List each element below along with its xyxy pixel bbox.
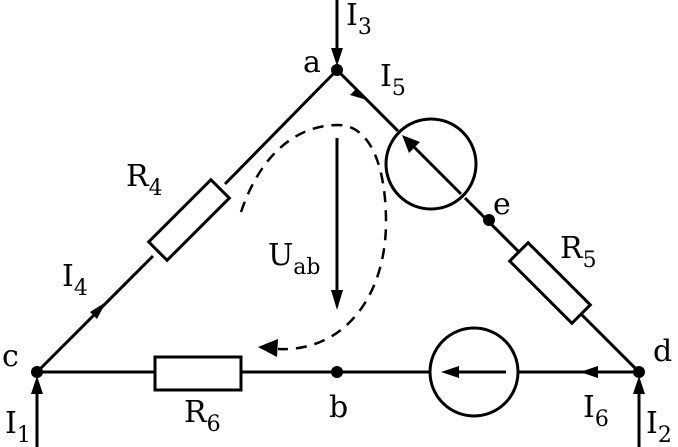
node-label-e: e — [493, 187, 511, 222]
node-label-a: a — [303, 45, 321, 80]
resistor-r5 — [507, 240, 593, 326]
label-r4: R4 — [126, 159, 163, 201]
label-i6: I6 — [583, 390, 609, 432]
arrow-i4 — [90, 302, 106, 319]
label-i2: I2 — [646, 406, 672, 447]
arrow-i6 — [580, 366, 598, 378]
mesh-loop — [239, 123, 388, 351]
label-i3: I3 — [346, 0, 372, 40]
node-c — [31, 366, 43, 378]
arrow-i2 — [633, 376, 645, 394]
label-i1: I1 — [5, 406, 31, 447]
resistor-r4 — [146, 177, 232, 263]
label-i4: I4 — [62, 259, 88, 301]
voltage-arrowhead-uab — [331, 290, 343, 310]
mesh-loop-arrowhead — [258, 339, 278, 357]
arrow-i3 — [331, 48, 343, 66]
resistor-r6 — [153, 355, 243, 392]
node-label-c: c — [2, 339, 19, 374]
node-label-d: d — [653, 334, 672, 369]
node-b — [331, 366, 343, 378]
arrow-i5 — [350, 89, 367, 100]
node-a — [331, 64, 343, 76]
label-r6: R6 — [184, 395, 221, 437]
current-source-ae — [384, 117, 478, 211]
label-r5: R5 — [560, 231, 597, 273]
arrow-i1 — [31, 376, 43, 394]
current-source-db — [428, 326, 520, 418]
node-d — [633, 366, 645, 378]
label-uab: Uab — [268, 238, 321, 280]
node-e — [483, 214, 495, 226]
label-i5: I5 — [380, 59, 406, 101]
node-label-b: b — [329, 390, 348, 425]
